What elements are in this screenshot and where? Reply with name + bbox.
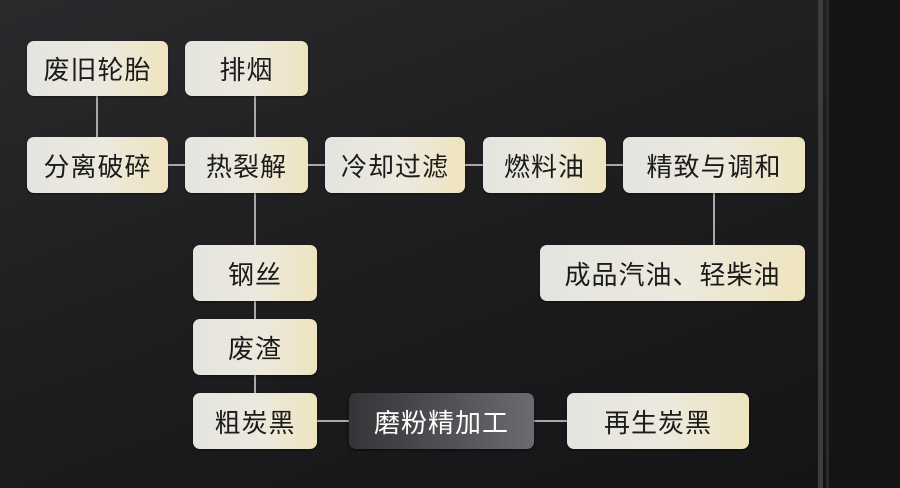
node-grinding-refining: 磨粉精加工 bbox=[349, 393, 534, 449]
node-refine-blend: 精致与调和 bbox=[623, 137, 805, 193]
node-recycled-carbon-black: 再生炭黑 bbox=[567, 393, 749, 449]
side-panel bbox=[829, 0, 900, 488]
node-cool-filter: 冷却过滤 bbox=[325, 137, 465, 193]
node-steel-wire: 钢丝 bbox=[193, 245, 317, 301]
panel-divider bbox=[818, 0, 823, 488]
node-crude-carbon-black: 粗炭黑 bbox=[193, 393, 317, 449]
node-waste-residue: 废渣 bbox=[193, 319, 317, 375]
node-waste-tire: 废旧轮胎 bbox=[27, 41, 168, 96]
node-fuel-oil: 燃料油 bbox=[483, 137, 606, 193]
node-separate-crush: 分离破碎 bbox=[27, 137, 168, 193]
panel-divider-inner bbox=[826, 0, 829, 488]
node-pyrolysis: 热裂解 bbox=[185, 137, 308, 193]
node-exhaust: 排烟 bbox=[185, 41, 308, 96]
node-final-products: 成品汽油、轻柴油 bbox=[540, 245, 805, 301]
